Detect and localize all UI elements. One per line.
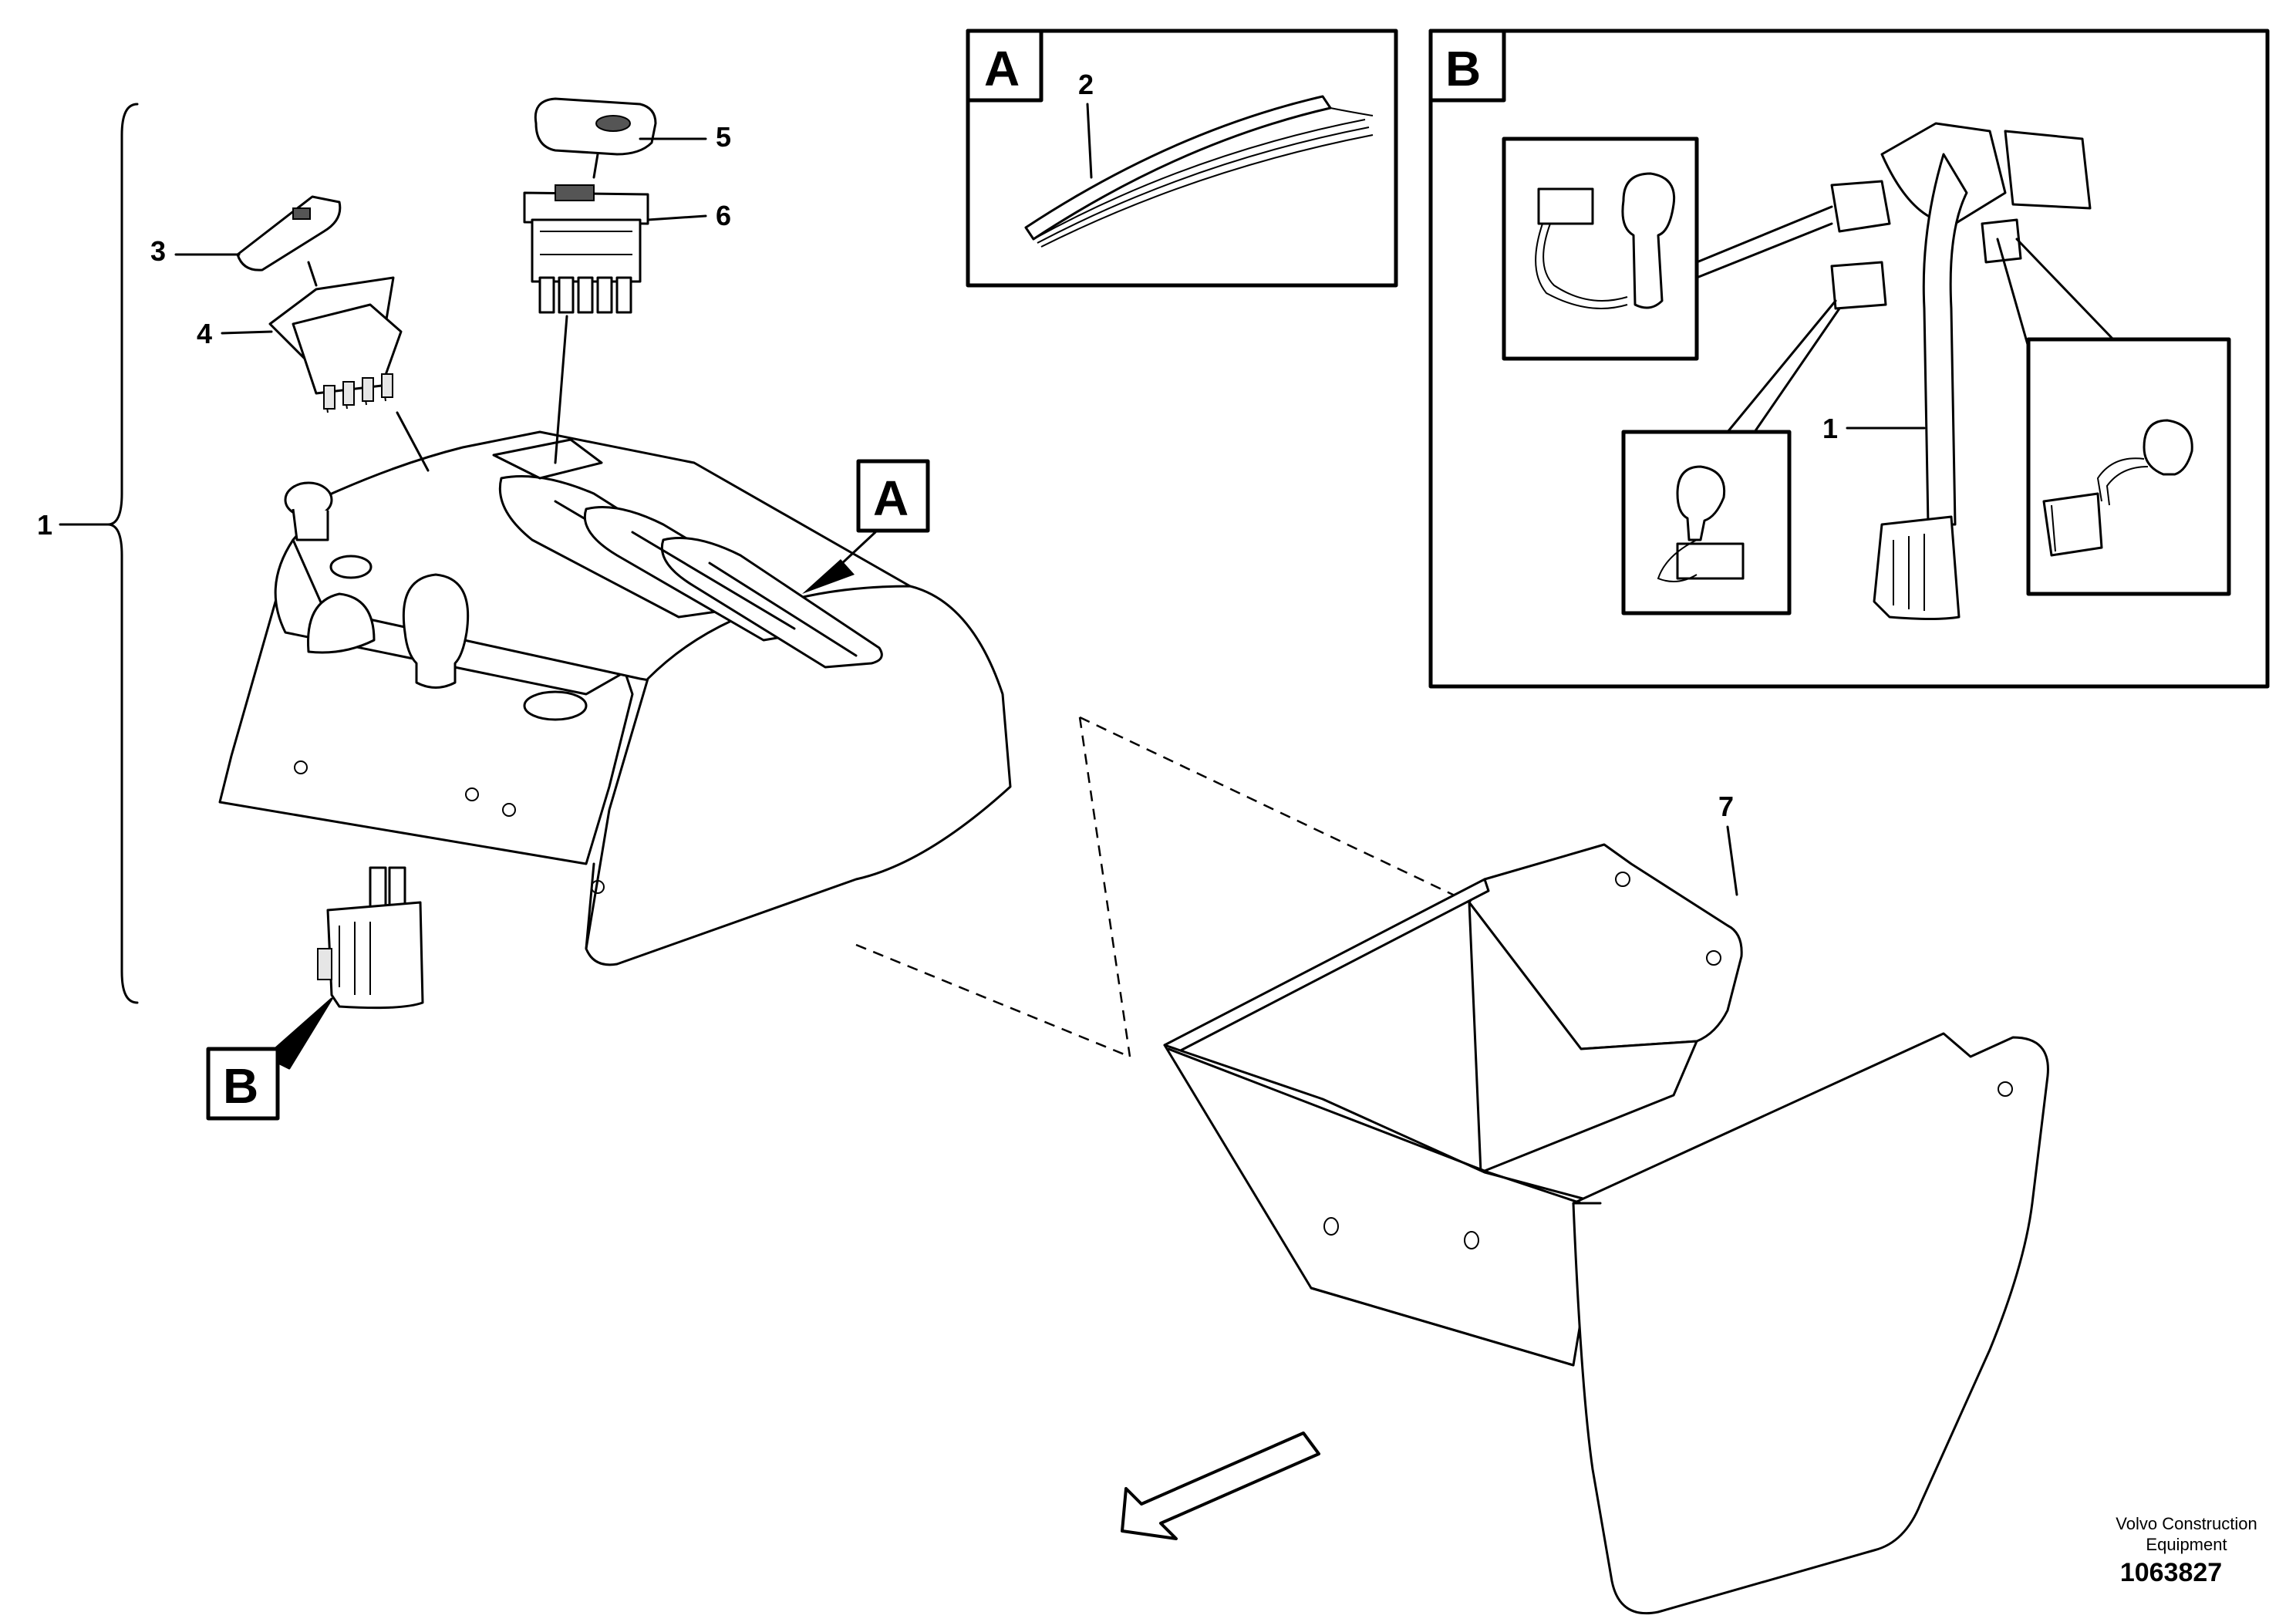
callout-2: 2 <box>1078 69 1094 100</box>
edge-strip-2 <box>1024 95 1374 248</box>
storage-box-7 <box>1163 843 2049 1615</box>
assembly-bracket <box>59 103 139 1004</box>
connector-b-main <box>317 866 424 1010</box>
callout-7: 7 <box>1718 791 1734 822</box>
detail-a-ref-label: A <box>873 470 909 526</box>
rocker-switch-4 <box>268 276 403 413</box>
document-number: 1063827 <box>2120 1558 2222 1587</box>
rocker-switch-6 <box>523 184 649 314</box>
leader-7 <box>1726 825 1738 896</box>
credit-line-1: Volvo Construction <box>2116 1514 2257 1533</box>
leader-6 <box>646 214 707 221</box>
detail-b-label: B <box>1445 41 1481 96</box>
knob-center-dome <box>402 573 470 689</box>
control-console-housing <box>218 430 1012 966</box>
leader-2 <box>1086 103 1093 179</box>
direction-arrow <box>1121 1431 1320 1540</box>
rocker-cap-3 <box>236 195 342 271</box>
detail-a-label: A <box>984 41 1020 96</box>
projection-lines <box>855 716 1470 1058</box>
leader-4 <box>221 330 273 335</box>
credit-line-2: Equipment <box>2146 1535 2227 1554</box>
inset-connector-knob-right <box>2026 337 2231 596</box>
inset-connector-knob-lower <box>1621 430 1792 615</box>
pin-3-4 <box>307 261 318 287</box>
inset-upper-pointer <box>1695 205 1833 279</box>
knob-left-dome <box>307 592 376 654</box>
callout-1: 1 <box>37 509 52 541</box>
wiring-harness-1 <box>1830 122 2092 620</box>
callout-3: 3 <box>150 235 166 267</box>
rocker-cap-5 <box>534 97 657 179</box>
detail-a-ref-box <box>856 459 930 533</box>
inset-connector-knob-upper <box>1502 137 1699 361</box>
callout-6: 6 <box>716 200 731 231</box>
inset-lower-pointer <box>1726 299 1841 433</box>
detail-b-ref-label: B <box>223 1058 258 1114</box>
detail-b-ref-box <box>206 1047 280 1121</box>
knob-small <box>284 481 333 541</box>
assembly-line-6 <box>554 315 568 464</box>
assembly-line-4 <box>396 411 430 472</box>
leader-a-arrowhead <box>802 559 855 594</box>
callout-4: 4 <box>197 318 212 349</box>
inset-right-pointer <box>1996 238 2115 349</box>
callout-5: 5 <box>716 121 731 153</box>
callout-1-detail: 1 <box>1822 413 1838 444</box>
